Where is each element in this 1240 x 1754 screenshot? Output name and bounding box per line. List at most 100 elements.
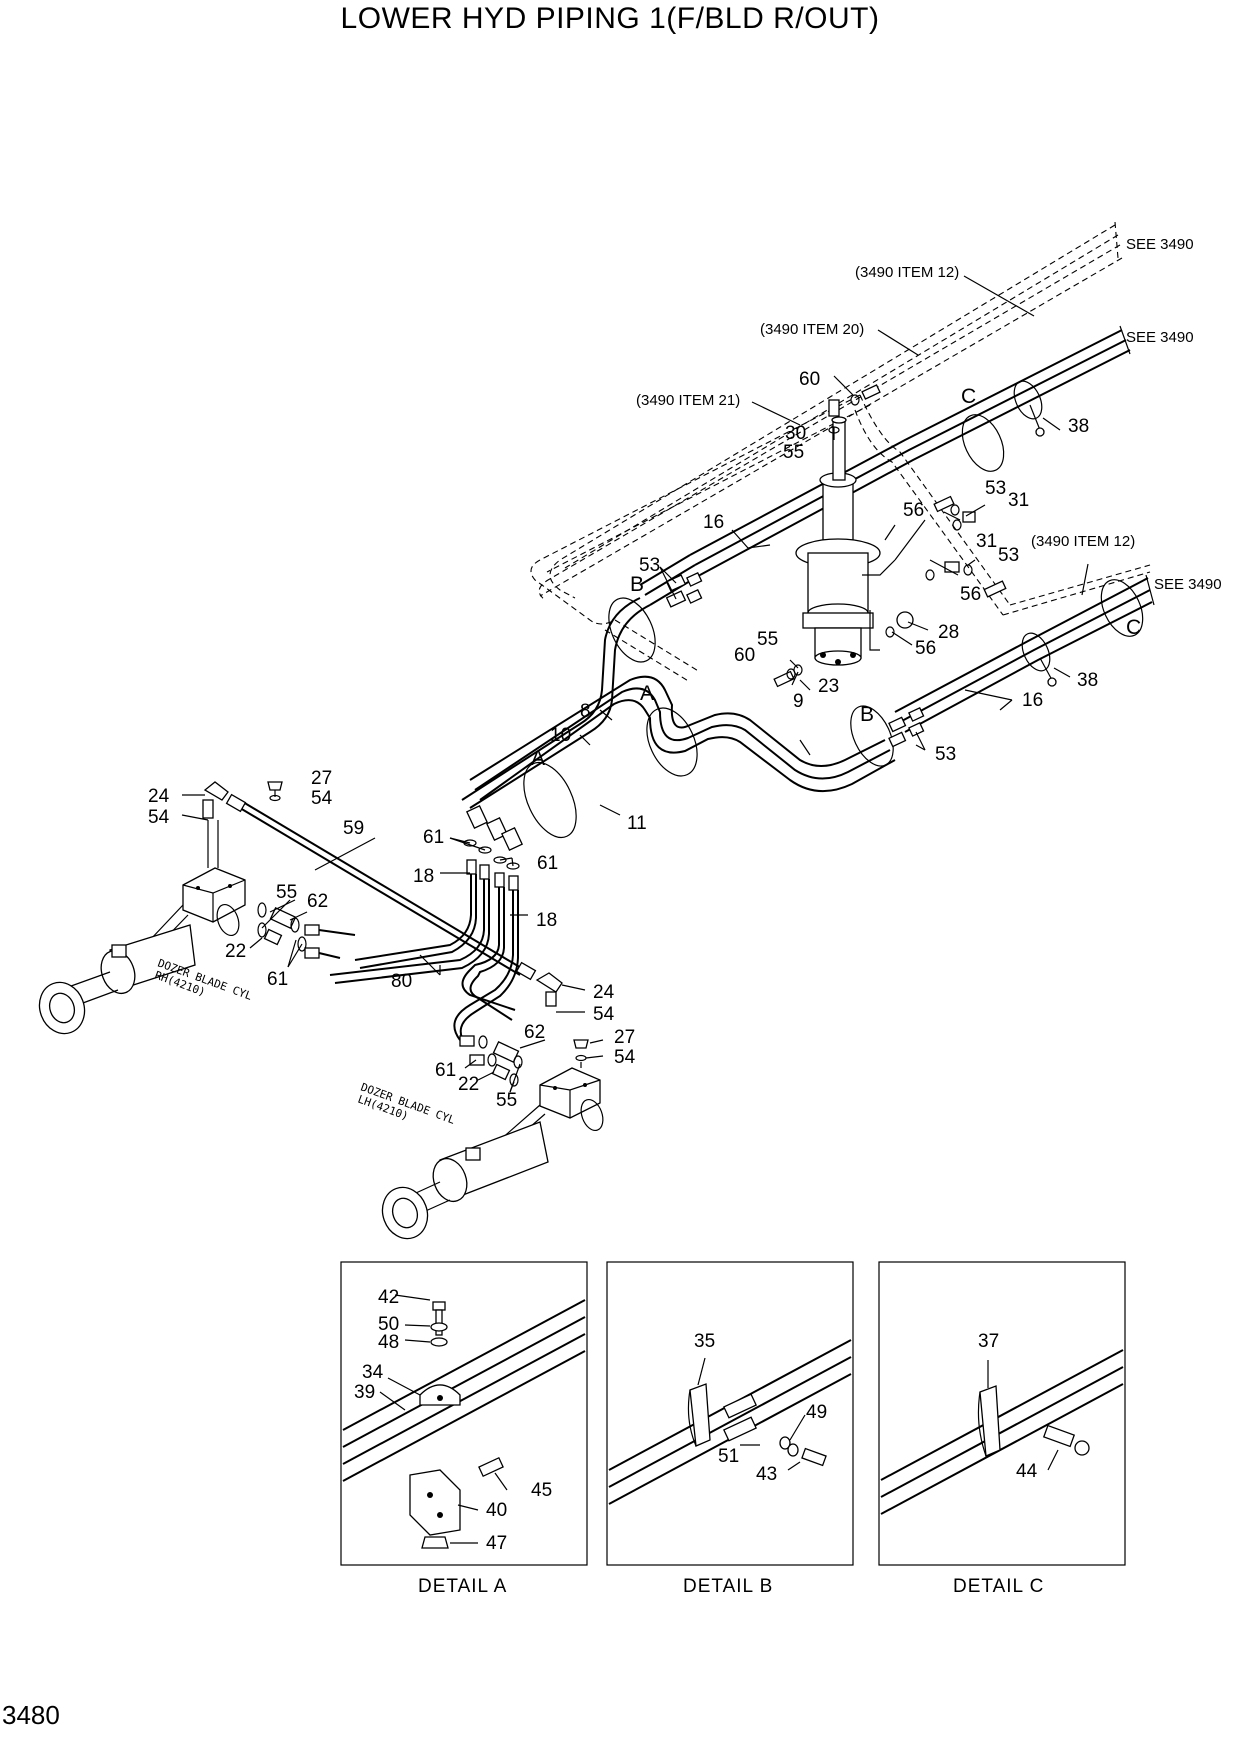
item-12-ref-top: (3490 ITEM 12) <box>855 264 959 281</box>
fittings-cluster-center <box>329 805 524 1046</box>
callout-59: 59 <box>343 818 364 839</box>
callout-44: 44 <box>1016 1461 1038 1482</box>
callout-39: 39 <box>354 1382 375 1403</box>
section-marker-a: A <box>640 682 654 705</box>
item-12-ref-right: (3490 ITEM 12) <box>1031 533 1135 550</box>
rh-dozer-blade-cylinder <box>38 903 240 1035</box>
callout-56: 56 <box>960 584 981 605</box>
callout-22: 22 <box>458 1074 479 1095</box>
lh-cylinder-block <box>539 1062 601 1119</box>
callout-60: 60 <box>799 369 820 390</box>
see-3490-ref-3: SEE 3490 <box>1154 576 1222 593</box>
callout-47: 47 <box>486 1533 507 1554</box>
section-marker-a: A <box>531 747 545 770</box>
page-title: LOWER HYD PIPING 1(F/BLD R/OUT) <box>340 2 880 35</box>
callout-45: 45 <box>531 1480 552 1501</box>
callout-55: 55 <box>496 1090 517 1111</box>
callout-10: 10 <box>550 725 571 746</box>
clamp-38-upper <box>1013 380 1045 437</box>
section-marker-b: B <box>860 703 874 726</box>
lh-dozer-blade-cylinder <box>381 1098 604 1240</box>
plug-27-upper <box>267 781 283 802</box>
section-marker-labels: A A B B C C <box>531 385 1141 770</box>
detail-a-panel: 42 50 48 34 39 45 40 47 DETAIL A <box>340 1261 588 1597</box>
callout-50: 50 <box>378 1314 399 1335</box>
plug-27-lower <box>573 1039 589 1062</box>
section-ellipses <box>523 414 1144 839</box>
callout-55: 55 <box>783 442 804 463</box>
rh-cylinder-block <box>182 820 246 923</box>
detail-c-panel: 37 44 DETAIL C <box>878 1261 1126 1597</box>
callout-51: 51 <box>718 1446 739 1467</box>
callout-38: 38 <box>1068 416 1089 437</box>
callout-61: 61 <box>537 853 558 874</box>
callout-27: 27 <box>614 1027 635 1048</box>
callout-8: 8 <box>580 701 591 722</box>
callout-54: 54 <box>311 788 333 809</box>
callout-62: 62 <box>524 1022 545 1043</box>
callout-53: 53 <box>935 744 956 765</box>
callout-61: 61 <box>267 969 288 990</box>
callout-80: 80 <box>391 971 412 992</box>
callout-60: 60 <box>734 645 755 666</box>
callout-53: 53 <box>985 478 1006 499</box>
callout-24: 24 <box>148 786 170 807</box>
callout-55: 55 <box>276 882 297 903</box>
detail-b-panel: 35 49 51 43 DETAIL B <box>606 1261 854 1597</box>
callout-28: 28 <box>938 622 959 643</box>
item-20-ref: (3490 ITEM 20) <box>760 321 864 338</box>
callout-27: 27 <box>311 768 332 789</box>
callout-31: 31 <box>976 531 997 552</box>
callout-38: 38 <box>1077 670 1098 691</box>
callout-56: 56 <box>915 638 936 659</box>
swivel-fittings <box>773 384 1007 688</box>
callout-43: 43 <box>756 1464 777 1485</box>
callout-54: 54 <box>614 1047 636 1068</box>
callout-34: 34 <box>362 1362 384 1383</box>
callout-18: 18 <box>536 910 557 931</box>
elbow-24-upper <box>202 781 229 819</box>
callout-54: 54 <box>593 1004 615 1025</box>
callout-24: 24 <box>593 982 615 1003</box>
detail-c-caption: DETAIL C <box>953 1576 1044 1597</box>
main-pipe-bundles <box>461 325 1155 809</box>
section-marker-c: C <box>1126 616 1141 639</box>
see-3490-ref-2: SEE 3490 <box>1126 329 1194 346</box>
part-callouts: 60 30 55 16 53 56 53 31 31 53 56 28 56 3… <box>148 369 1098 1111</box>
callout-62: 62 <box>307 891 328 912</box>
callout-40: 40 <box>486 1500 507 1521</box>
callout-42: 42 <box>378 1287 399 1308</box>
callout-61: 61 <box>435 1060 456 1081</box>
detail-a-caption: DETAIL A <box>418 1576 507 1597</box>
reference-labels: SEE 3490 SEE 3490 SEE 3490 (3490 ITEM 12… <box>636 236 1222 593</box>
detail-b-caption: DETAIL B <box>683 1576 773 1597</box>
center-swivel-joint <box>795 416 881 666</box>
leader-lines <box>181 275 1089 1093</box>
lh-cylinder-fittings <box>459 1035 523 1087</box>
callout-48: 48 <box>378 1332 399 1353</box>
callout-31: 31 <box>1008 490 1029 511</box>
callout-53: 53 <box>639 555 660 576</box>
callout-53: 53 <box>998 545 1019 566</box>
callout-49: 49 <box>806 1402 827 1423</box>
callout-23: 23 <box>818 676 839 697</box>
clamp-38-lower <box>1021 632 1057 687</box>
callout-55: 55 <box>757 629 778 650</box>
callout-30: 30 <box>785 423 806 444</box>
callout-22: 22 <box>225 941 246 962</box>
callout-35: 35 <box>694 1331 715 1352</box>
pipe-59 <box>225 793 537 981</box>
dashed-reference-pipes <box>530 221 1151 683</box>
callout-54: 54 <box>148 807 170 828</box>
section-marker-c: C <box>961 385 976 408</box>
page-number: 3480 <box>2 1700 60 1730</box>
callout-16: 16 <box>703 512 724 533</box>
callout-61: 61 <box>423 827 444 848</box>
callout-9: 9 <box>793 691 804 712</box>
fitting-group-b-lower <box>888 706 925 748</box>
see-3490-ref-1: SEE 3490 <box>1126 236 1194 253</box>
callout-16: 16 <box>1022 690 1043 711</box>
item-21-ref: (3490 ITEM 21) <box>636 392 740 409</box>
